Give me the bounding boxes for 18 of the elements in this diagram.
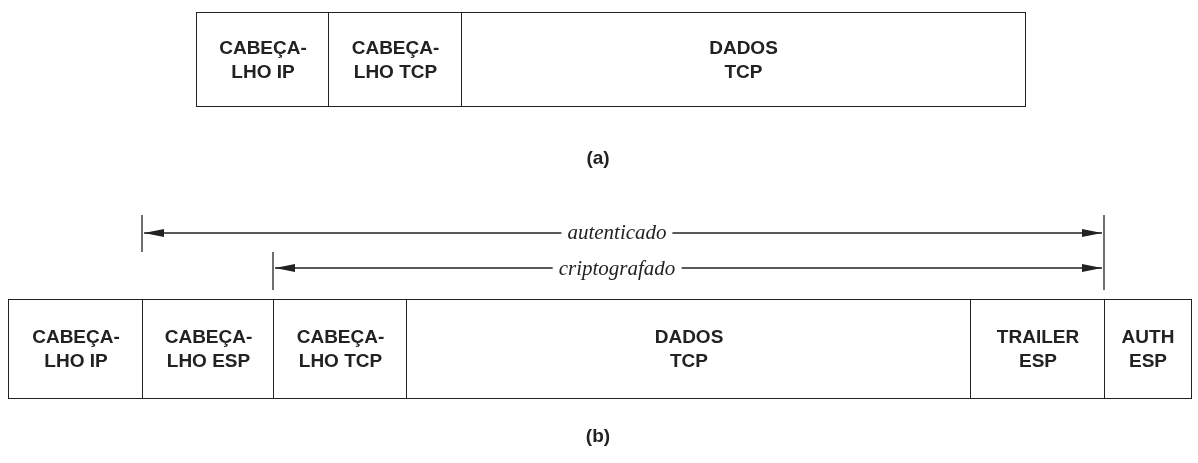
field-box [406, 299, 972, 399]
field-box [328, 12, 463, 107]
field-box [461, 12, 1026, 107]
field-box [970, 299, 1106, 399]
field-label: CABEÇA- LHO ESP [163, 325, 254, 373]
field-label: DADOS TCP [653, 325, 725, 373]
field-box [196, 12, 330, 107]
field-label: DADOS TCP [708, 35, 779, 84]
field-label: CABEÇA- LHO TCP [350, 35, 441, 84]
field-label: AUTH ESP [1120, 325, 1176, 373]
field-label: TRAILER ESP [995, 325, 1081, 373]
field-box [8, 299, 144, 399]
field-box [273, 299, 408, 399]
field-box [1104, 299, 1192, 399]
field-box [142, 299, 275, 399]
field-label: CABEÇA- LHO TCP [295, 325, 386, 373]
field-label: CABEÇA- LHO IP [218, 35, 308, 84]
field-label: CABEÇA- LHO IP [31, 325, 121, 373]
